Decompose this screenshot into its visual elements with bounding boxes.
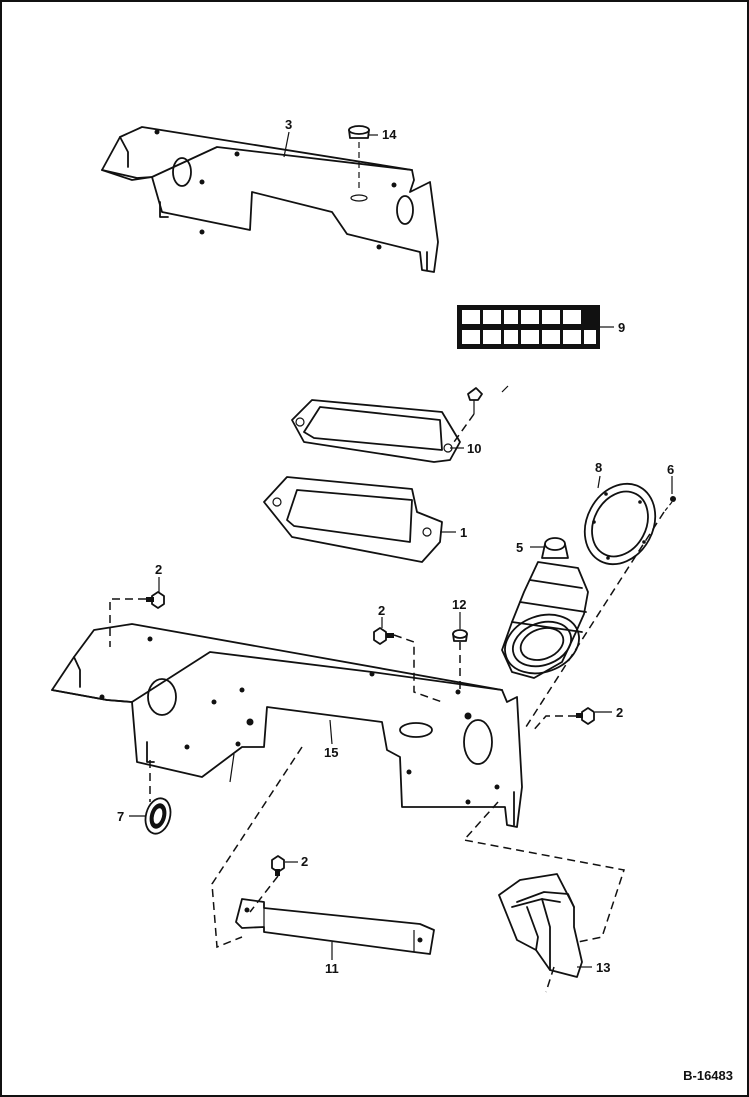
callout-7: 7 (117, 809, 124, 824)
part-3-upper-panel (101, 126, 439, 273)
part-13-bracket (498, 873, 583, 978)
callout-2-upper-left: 2 (155, 562, 162, 577)
callout-6: 6 (667, 462, 674, 477)
part-14-plug (348, 125, 370, 192)
bolt-2-right (576, 707, 595, 725)
part-9-decal (457, 305, 600, 349)
part-1-gasket (263, 476, 443, 563)
callout-10: 10 (467, 441, 481, 456)
callout-1: 1 (460, 525, 467, 540)
callout-3: 3 (285, 117, 292, 132)
callout-13: 13 (596, 960, 610, 975)
bolt-2-lower (271, 855, 285, 876)
bolt-2-middle (373, 627, 394, 645)
part-8-boot-ring (583, 482, 657, 566)
part-6-screw (663, 496, 676, 513)
callout-5: 5 (516, 540, 523, 555)
callout-15: 15 (324, 745, 338, 760)
callout-2-middle: 2 (378, 603, 385, 618)
callout-11: 11 (325, 961, 339, 976)
callout-labels: 3 14 9 10 1 8 6 5 2 2 12 2 15 7 2 11 13 (117, 117, 674, 976)
callout-14: 14 (382, 127, 397, 142)
part-7-grommet (144, 797, 172, 835)
part-10-bezel (291, 385, 509, 463)
callout-2-lower: 2 (301, 854, 308, 869)
callout-9: 9 (618, 320, 625, 335)
leader-lines (129, 131, 673, 968)
callout-12: 12 (452, 597, 466, 612)
part-11-strap (235, 898, 435, 955)
part-5-control-boot (501, 537, 589, 679)
bolt-2-upper-left (146, 591, 165, 609)
callout-8: 8 (595, 460, 602, 475)
part-12-plug (452, 629, 468, 642)
part-15-lower-panel (51, 623, 523, 828)
document-id: B-16483 (683, 1068, 733, 1083)
assembly-lines (109, 413, 665, 993)
callout-2-right: 2 (616, 705, 623, 720)
